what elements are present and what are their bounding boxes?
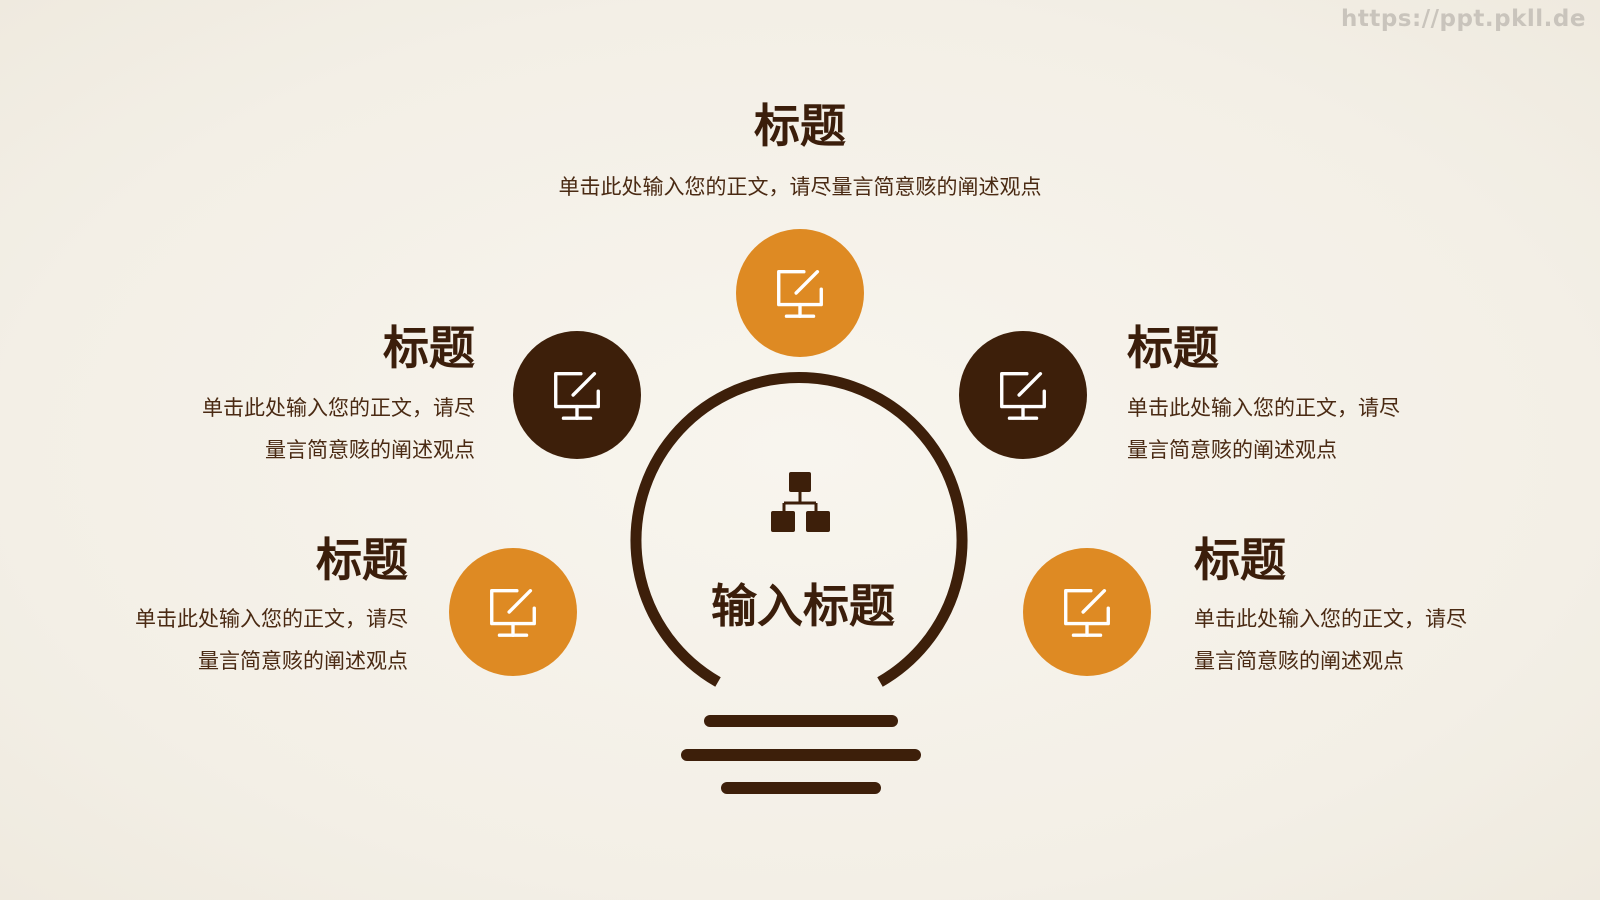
item-top-title[interactable]: 标题	[754, 99, 846, 153]
hierarchy-icon	[771, 472, 830, 532]
edit-monitor-icon	[1064, 589, 1110, 637]
item-lower-left-circle	[449, 548, 577, 676]
item-upper-left-line2[interactable]: 量言简意赅的阐述观点	[265, 438, 475, 462]
item-lower-left-line2[interactable]: 量言简意赅的阐述观点	[198, 649, 408, 673]
item-upper-left-circle	[513, 331, 641, 459]
item-upper-right-line2[interactable]: 量言简意赅的阐述观点	[1127, 438, 1337, 462]
edit-monitor-icon	[777, 270, 823, 318]
item-lower-left-title[interactable]: 标题	[316, 533, 408, 587]
item-lower-left-line1[interactable]: 单击此处输入您的正文，请尽	[135, 607, 408, 631]
watermark: https://ppt.pkll.de	[1340, 6, 1586, 32]
item-top-text[interactable]: 单击此处输入您的正文，请尽量言简意赅的阐述观点	[558, 175, 1042, 199]
edit-monitor-icon	[554, 372, 600, 420]
item-upper-left-title[interactable]: 标题	[383, 321, 475, 375]
item-lower-right-line1[interactable]: 单击此处输入您的正文，请尽	[1194, 607, 1467, 631]
item-lower-right-title[interactable]: 标题	[1194, 533, 1286, 587]
item-upper-right-line1[interactable]: 单击此处输入您的正文，请尽	[1127, 396, 1400, 420]
bulb-outline	[630, 372, 968, 687]
item-lower-right-line2[interactable]: 量言简意赅的阐述观点	[1194, 649, 1404, 673]
item-top-circle	[736, 229, 864, 357]
item-upper-left-line1[interactable]: 单击此处输入您的正文，请尽	[202, 396, 475, 420]
center-title[interactable]: 输入标题	[711, 579, 895, 633]
edit-monitor-icon	[490, 589, 536, 637]
item-upper-right-circle	[959, 331, 1087, 459]
item-upper-right-title[interactable]: 标题	[1127, 321, 1219, 375]
item-lower-right-circle	[1023, 548, 1151, 676]
edit-monitor-icon	[1000, 372, 1046, 420]
